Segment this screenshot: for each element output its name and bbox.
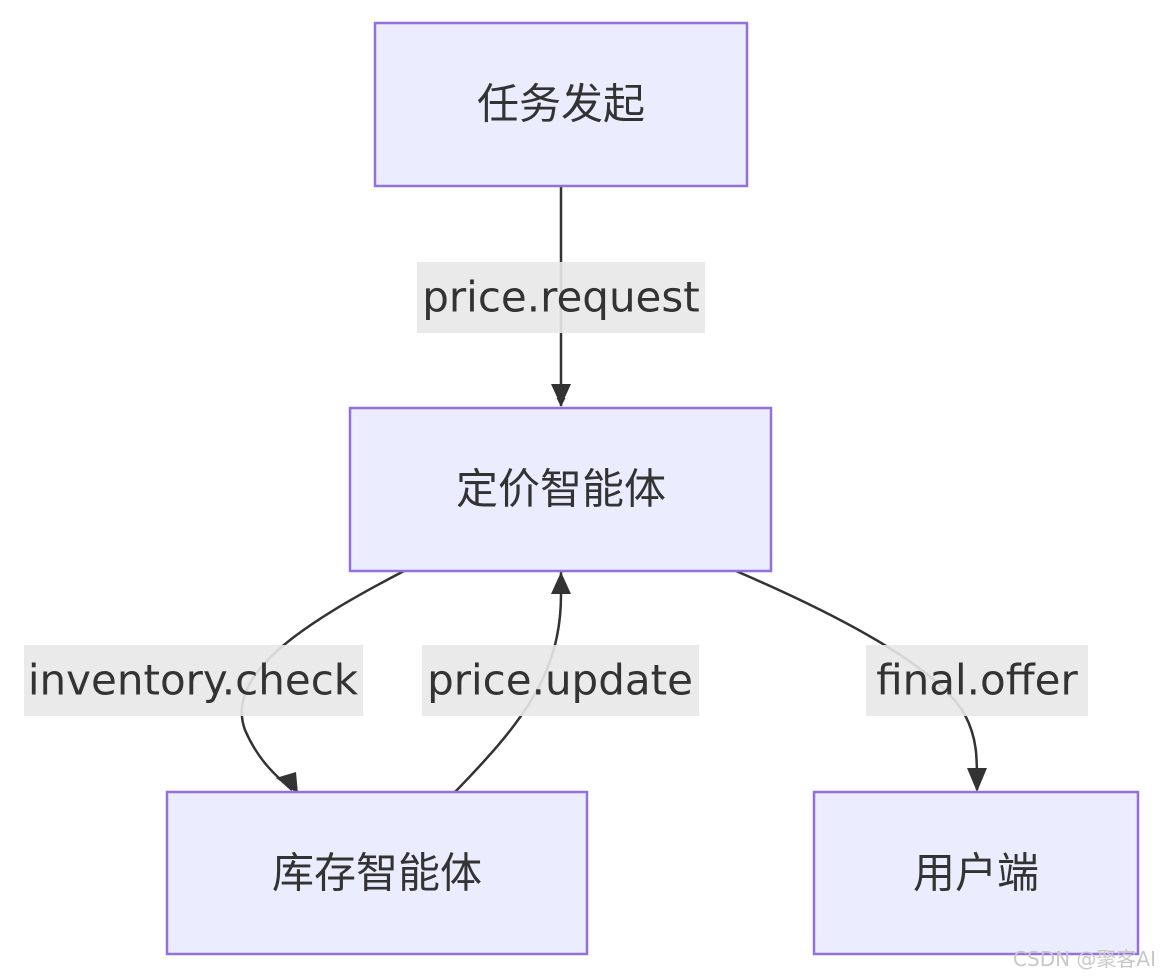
node-pricing-agent: 定价智能体	[348, 406, 773, 573]
watermark: CSDN @聚客AI	[1013, 947, 1156, 971]
node-pricing-agent-label: 定价智能体	[456, 465, 666, 514]
edge-label-final-offer-text: final.offer	[876, 656, 1078, 705]
edge-label-inventory-check: inventory.check	[24, 645, 363, 716]
edge-label-price-request: price.request	[417, 262, 705, 333]
edge-label-price-update: price.update	[422, 645, 699, 716]
node-client: 用户端	[812, 790, 1140, 956]
node-start: 任务发起	[373, 21, 749, 188]
node-start-label: 任务发起	[477, 80, 645, 129]
edge-label-price-update-text: price.update	[427, 656, 693, 705]
node-inventory-agent-label: 库存智能体	[272, 849, 482, 898]
edge-label-inventory-check-text: inventory.check	[28, 656, 359, 705]
node-client-label: 用户端	[913, 849, 1039, 898]
edge-label-price-request-text: price.request	[422, 273, 700, 322]
edge-label-final-offer: final.offer	[866, 645, 1088, 716]
node-inventory-agent: 库存智能体	[165, 790, 589, 956]
